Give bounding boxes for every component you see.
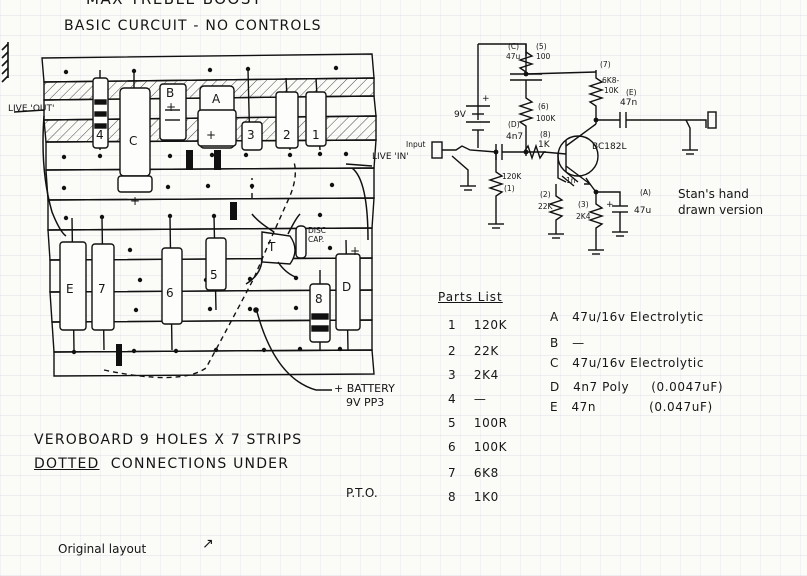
track-cuts — [116, 150, 237, 366]
component-label-4: 4 — [96, 128, 104, 142]
sch-r7-idx: (7) — [600, 60, 611, 69]
sch-r1-idx: (1) — [504, 184, 515, 193]
components — [59, 69, 361, 351]
resistor-row: 3 2K4 — [448, 368, 499, 382]
sch-r2-val: 22K — [538, 202, 553, 211]
component-label-1: 1 — [312, 128, 320, 142]
sch-a-idx: (A) — [640, 188, 651, 197]
sch-r8-val: 1K — [538, 140, 550, 150]
capacitor-row: B — — [550, 336, 585, 350]
sch-r8-idx: (8) — [540, 130, 551, 139]
cap-b-plus: + — [166, 100, 177, 114]
resistor-row: 1 120K — [448, 318, 508, 332]
sch-r5-val: 100 — [536, 52, 551, 61]
sch-r7-val: 6K8- — [602, 76, 620, 85]
sch-e-idx: (E) — [626, 88, 637, 97]
disc-cap-label: DISC CAP. — [308, 226, 326, 244]
transistor-label: T — [268, 240, 276, 254]
sch-r6-idx: (6) — [538, 102, 549, 111]
sch-r1-val: 120K — [502, 172, 522, 181]
veroboard-desc-line1: VEROBOARD 9 HOLES X 7 STRIPS — [34, 432, 303, 448]
resistor-row: 7 6K8 — [448, 466, 499, 480]
resistor-row: 5 100R — [448, 416, 508, 430]
sch-a-plus: + — [606, 200, 614, 210]
sch-c-idx: (C) — [508, 42, 520, 51]
sch-5-idx: (5) — [536, 42, 547, 51]
sch-r3-idx: (3) — [578, 200, 589, 209]
live-out-label: LIVE 'OUT' — [8, 104, 55, 114]
board-holes — [61, 65, 349, 355]
component-label-b: B — [166, 86, 175, 100]
sch-d-val: 4n7 — [506, 132, 524, 142]
live-in-label: LIVE 'IN' — [372, 152, 409, 162]
battery-type-label: 9V PP3 — [346, 396, 385, 409]
parts-list-heading: Parts List — [438, 290, 503, 304]
resistor-row: 2 22K — [448, 344, 499, 358]
cap-c-plus: + — [130, 194, 141, 208]
sch-e-val: 47n — [620, 98, 638, 108]
component-label-7: 7 — [98, 282, 106, 296]
title-line2: BASIC CURCUIT - NO CONTROLS — [64, 18, 322, 34]
schematic-junctions — [493, 71, 599, 195]
component-label-2: 2 — [283, 128, 291, 142]
dashed-connections — [103, 161, 297, 379]
cap-a-plus: + — [206, 128, 217, 142]
veroboard-desc-line2: DOTTED CONNECTIONS UNDER — [34, 456, 290, 472]
sch-battery-plus: + — [482, 94, 490, 104]
component-label-8: 8 — [315, 292, 323, 306]
component-label-6: 6 — [166, 286, 174, 300]
battery-label: + BATTERY — [334, 382, 395, 395]
sch-r6-val: 100K — [536, 114, 556, 123]
component-label-e: E — [66, 282, 74, 296]
pto-label: P.T.O. — [346, 486, 378, 500]
arrow-icon: ↗ — [202, 536, 215, 552]
schematic-drawing — [431, 43, 717, 255]
capacitor-row: C 47u/16v Electrolytic — [550, 356, 705, 370]
resistor-row: 8 1K0 — [448, 490, 499, 504]
capacitor-row: E 47n (0.047uF) — [550, 400, 713, 414]
component-label-5: 5 — [210, 268, 218, 282]
component-label-d: D — [342, 280, 352, 294]
sch-c-val: 47u — [506, 52, 521, 61]
sch-r2-idx: (2) — [540, 190, 551, 199]
capacitor-row: A 47u/16v Electrolytic — [550, 310, 704, 324]
component-label-3: 3 — [247, 128, 255, 142]
component-label-a: A — [212, 92, 221, 106]
sch-r3-val: 2K4 — [576, 212, 591, 221]
sch-transistor-label: BC182L — [592, 142, 627, 152]
original-layout-label: Original layout — [58, 542, 147, 556]
cap-d-plus: + — [350, 244, 361, 258]
sch-note: Stan's hand drawn version — [678, 187, 764, 217]
sch-r7-val2: 10K — [604, 86, 619, 95]
ground-symbol — [1, 42, 9, 83]
capacitor-row: D 4n7 Poly (0.0047uF) — [550, 380, 724, 394]
resistor-row: 4 — — [448, 392, 487, 406]
sch-d-idx: (D) — [508, 120, 520, 129]
sch-a-val: 47u — [634, 206, 652, 216]
resistor-row: 6 100K — [448, 440, 508, 454]
component-label-c: C — [129, 134, 138, 148]
sch-battery-label: 9V — [454, 110, 466, 120]
sch-b-val: 1n — [566, 176, 576, 185]
title-line1: MAX TREBLE BOOST — [86, 0, 263, 8]
sch-input-label: Input — [406, 140, 426, 149]
